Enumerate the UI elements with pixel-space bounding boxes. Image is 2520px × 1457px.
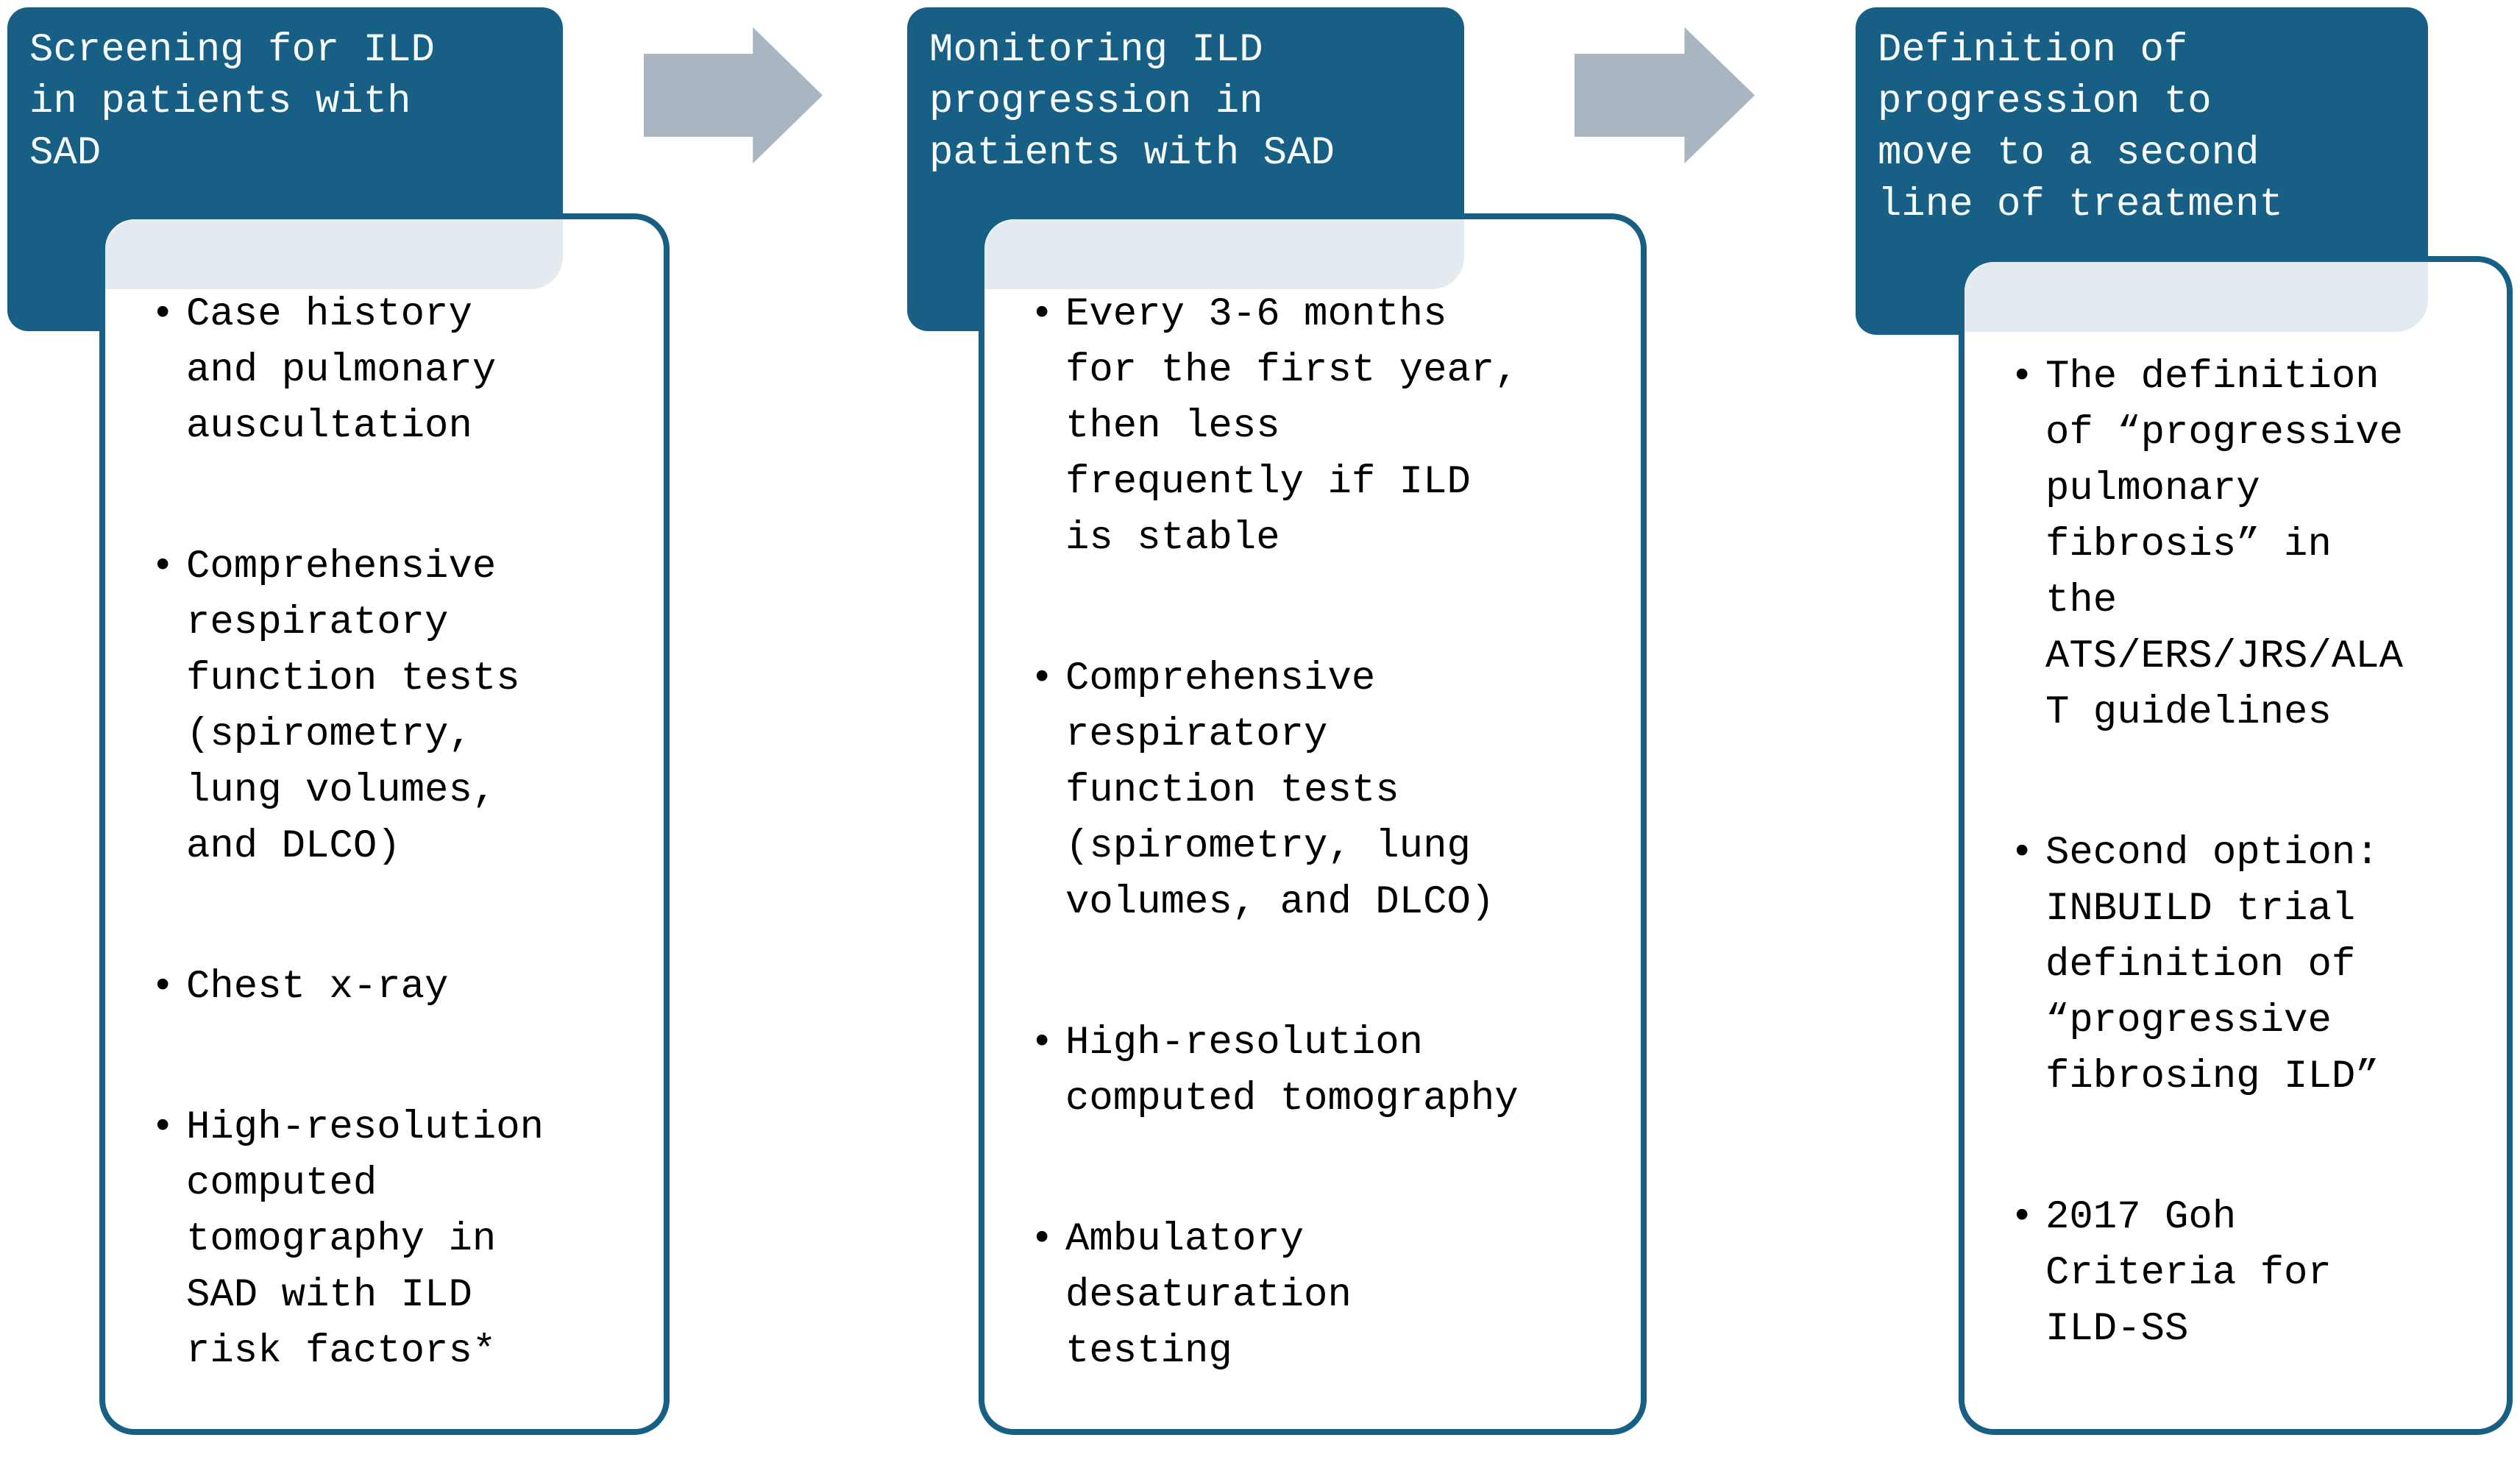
panel-progression-bullet-list: • The definition of “progressive pulmona… — [1964, 350, 2507, 1358]
bullet-item: • Comprehensive respiratory function tes… — [151, 539, 642, 875]
header-underlay-band — [105, 219, 563, 289]
panel-screening-header-label: Screening for ILD in patients with SAD — [29, 28, 435, 176]
right-arrow-icon — [644, 27, 823, 163]
bullet-text: Ambulatory desaturation testing — [1065, 1217, 1352, 1374]
header-underlay-band — [984, 219, 1464, 289]
panel-progression-body: • The definition of “progressive pulmona… — [1959, 256, 2513, 1435]
bullet-item: • Chest x-ray — [151, 960, 642, 1015]
panel-monitoring-bullet-list: • Every 3-6 months for the first year, t… — [984, 287, 1641, 1380]
bullet-dot: • — [151, 545, 175, 589]
bullet-dot: • — [2010, 1195, 2034, 1240]
bullet-text: Comprehensive respiratory function tests… — [1065, 656, 1495, 925]
bullet-item: • Every 3-6 months for the first year, t… — [1030, 287, 1619, 567]
bullet-dot: • — [1030, 1217, 1054, 1262]
bullet-dot: • — [151, 292, 175, 337]
panel-screening-body: • Case history and pulmonary auscultatio… — [99, 213, 670, 1435]
bullet-text: High-resolution computed tomography — [1065, 1021, 1519, 1121]
bullet-text: The definition of “progressive pulmonary… — [2045, 355, 2404, 735]
bullet-item: • Ambulatory desaturation testing — [1030, 1212, 1619, 1380]
right-arrow-icon — [1575, 27, 1755, 163]
bullet-text: Comprehensive respiratory function tests… — [186, 545, 520, 869]
bullet-text: High-resolution computed tomography in S… — [186, 1105, 544, 1374]
panel-screening-bullet-list: • Case history and pulmonary auscultatio… — [105, 287, 664, 1380]
bullet-text: Second option: INBUILD trial definition … — [2045, 831, 2379, 1099]
bullet-text: 2017 Goh Criteria for ILD-SS — [2045, 1195, 2332, 1352]
bullet-dot: • — [151, 1105, 175, 1150]
bullet-text: Every 3-6 months for the first year, the… — [1065, 292, 1519, 561]
panel-monitoring-header-label: Monitoring ILD progression in patients w… — [929, 28, 1335, 176]
bullet-item: • Second option: INBUILD trial definitio… — [2010, 826, 2485, 1105]
bullet-dot: • — [1030, 292, 1054, 337]
panel-progression-header-label: Definition of progression to move to a s… — [1878, 28, 2283, 227]
bullet-dot: • — [1030, 1021, 1054, 1066]
panel-monitoring-body: • Every 3-6 months for the first year, t… — [979, 213, 1647, 1435]
bullet-item: • High-resolution computed tomography — [1030, 1015, 1619, 1127]
bullet-item: • The definition of “progressive pulmona… — [2010, 350, 2485, 741]
bullet-dot: • — [2010, 831, 2034, 876]
bullet-dot: • — [2010, 355, 2034, 400]
bullet-text: Case history and pulmonary auscultation — [186, 292, 497, 449]
bullet-item: • Comprehensive respiratory function tes… — [1030, 651, 1619, 931]
bullet-item: • 2017 Goh Criteria for ILD-SS — [2010, 1190, 2485, 1358]
bullet-item: • Case history and pulmonary auscultatio… — [151, 287, 642, 455]
header-underlay-band — [1964, 262, 2428, 332]
bullet-dot: • — [151, 965, 175, 1010]
bullet-dot: • — [1030, 656, 1054, 701]
bullet-item: • High-resolution computed tomography in… — [151, 1100, 642, 1380]
bullet-text: Chest x-ray — [186, 965, 449, 1010]
